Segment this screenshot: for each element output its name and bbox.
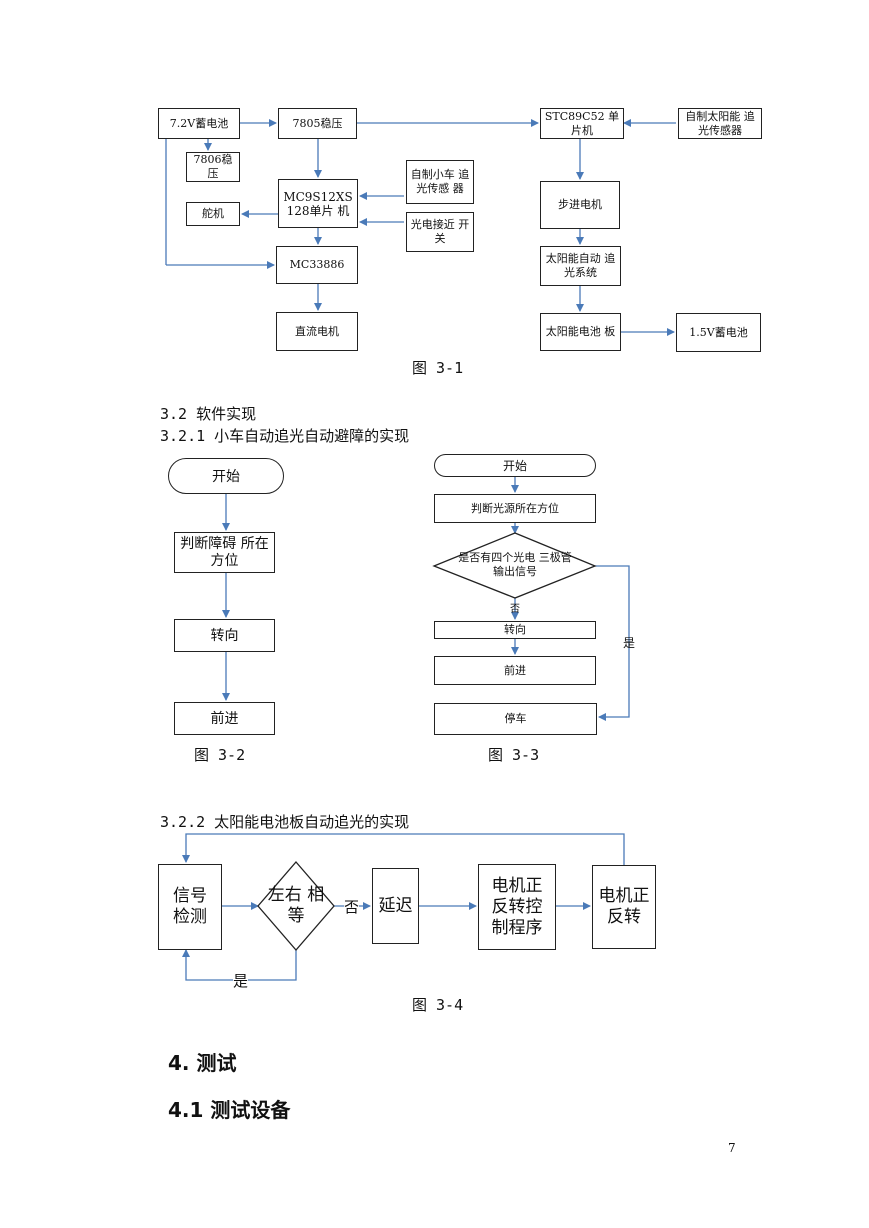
decision-diamond-3-3	[432, 532, 597, 599]
box-solar-tracking-system: 太阳能自动 追光系统	[540, 246, 621, 286]
box-car-light-sensor: 自制小车 追光传感 器	[406, 160, 474, 204]
box-mc9s12xs128: MC9S12XS 128单片 机	[278, 179, 358, 228]
box-judge-light-source: 判断光源所在方位	[434, 494, 596, 523]
section-heading-4-1: 4.1 测试设备	[168, 1098, 291, 1122]
box-judge-obstacle: 判断障碍 所在方位	[174, 532, 275, 573]
box-regulator-7806: 7806稳 压	[186, 152, 240, 182]
terminal-start-3-2: 开始	[168, 458, 284, 494]
box-battery-7-2v: 7.2V蓄电池	[158, 108, 240, 139]
figure-caption-3-4: 图 3-4	[412, 996, 464, 1014]
box-battery-1-5v: 1.5V蓄电池	[676, 313, 761, 352]
box-regulator-7805: 7805稳压	[278, 108, 357, 139]
label-no-3-4: 否	[344, 896, 360, 917]
box-turn-3-3: 转向	[434, 621, 596, 639]
box-motor-forward-reverse: 电机正 反转	[592, 865, 656, 949]
section-heading-3-2: 3.2 软件实现	[160, 405, 257, 423]
label-yes-3-3: 是	[623, 636, 636, 650]
box-solar-panel: 太阳能电池 板	[540, 313, 621, 351]
box-servo: 舵机	[186, 202, 240, 226]
box-forward-3-2: 前进	[174, 702, 275, 735]
label-no-3-3: 否	[510, 604, 520, 615]
box-forward-3-3: 前进	[434, 656, 596, 685]
section-heading-4: 4. 测试	[168, 1051, 237, 1075]
box-motor-control-program: 电机正 反转控 制程序	[478, 864, 556, 950]
section-heading-3-2-1: 3.2.1 小车自动追光自动避障的实现	[160, 427, 410, 445]
box-solar-sensor: 自制太阳能 追光传感器	[678, 108, 762, 139]
box-turn-3-2: 转向	[174, 619, 275, 652]
label-yes-3-4: 是	[233, 970, 249, 991]
decision-label-3-4: 左右 相等	[267, 885, 325, 926]
box-stop: 停车	[434, 703, 597, 735]
box-mc33886: MC33886	[276, 246, 358, 284]
section-heading-3-2-2: 3.2.2 太阳能电池板自动追光的实现	[160, 813, 410, 831]
page-number: 7	[728, 1141, 736, 1155]
box-stepper-motor: 步进电机	[540, 181, 620, 229]
figure-caption-3-3: 图 3-3	[488, 746, 540, 764]
box-photoelectric-switch: 光电接近 开关	[406, 212, 474, 252]
box-dc-motor: 直流电机	[276, 312, 358, 351]
box-stc89c52: STC89C52 单片机	[540, 108, 624, 139]
box-delay: 延迟	[372, 868, 419, 944]
decision-label-3-3: 是否有四个光电 三极管输出信号	[458, 551, 572, 578]
box-signal-detect: 信号 检测	[158, 864, 222, 950]
decision-diamond-3-4	[257, 861, 335, 951]
figure-caption-3-1: 图 3-1	[412, 359, 464, 377]
figure-caption-3-2: 图 3-2	[194, 746, 246, 764]
terminal-start-3-3: 开始	[434, 454, 596, 477]
